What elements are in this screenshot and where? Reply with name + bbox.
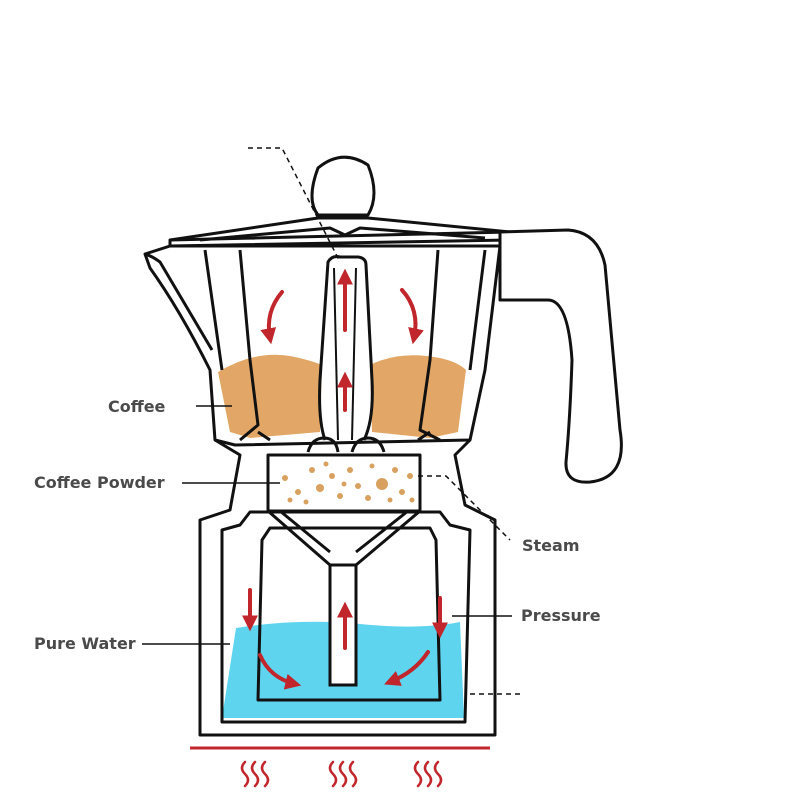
label-steam: Steam (522, 536, 580, 555)
label-pure-water: Pure Water (34, 634, 136, 653)
label-pressure: Pressure (521, 606, 601, 625)
label-coffee-powder: Coffee Powder (34, 473, 165, 492)
brewed-coffee-fill-right (370, 355, 466, 438)
label-coffee: Coffee (108, 397, 166, 416)
handle (500, 230, 621, 482)
heat-waves (242, 762, 441, 786)
brewed-coffee-fill (218, 355, 322, 438)
